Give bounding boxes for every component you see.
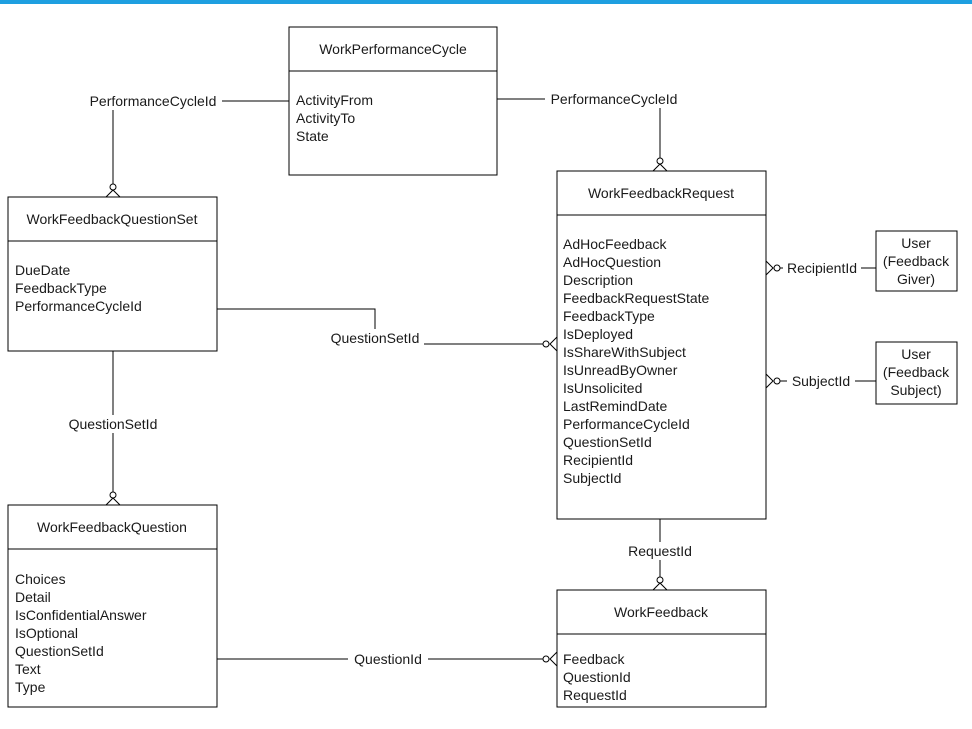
entity-field: Choices [15,571,66,587]
entity-work-feedback-request: WorkFeedbackRequest AdHocFeedback AdHocQ… [556,170,767,520]
entity-field: IsShareWithSubject [563,344,686,360]
entity-field: RecipientId [563,452,633,468]
entity-field: Text [15,661,41,677]
crow-foot-request-left [542,336,558,352]
rel-label-question: QuestionId [354,651,422,667]
entity-work-feedback-question-set: WorkFeedbackQuestionSet DueDate Feedback… [7,196,218,352]
entity-field: QuestionId [563,669,631,685]
entity-title: WorkPerformanceCycle [319,41,467,57]
entity-field: Description [563,272,633,288]
entity-field: IsDeployed [563,326,633,342]
entity-field: State [296,128,329,144]
entity-user-feedback-subject: User (Feedback Subject) [875,341,958,405]
rel-label-question-set-question: QuestionSetId [69,416,158,432]
entity-field: Type [15,679,46,695]
rel-label-cycle-request: PerformanceCycleId [551,91,678,107]
crow-foot-request-subject [765,373,781,389]
entity-title: User [901,346,931,362]
entity-field: ActivityFrom [296,92,373,108]
entity-title: Subject) [890,382,941,398]
entity-title: WorkFeedbackRequest [588,185,734,201]
entity-title: (Feedback [883,253,950,269]
entity-field: PerformanceCycleId [563,416,690,432]
crow-foot-markers [105,157,781,667]
relationship-labels: PerformanceCycleId PerformanceCycleId Qu… [64,90,861,668]
crow-foot-feedback-top [652,576,668,591]
entity-user-feedback-giver: User (Feedback Giver) [875,230,958,292]
entity-field: LastRemindDate [563,398,667,414]
top-accent-bar [0,0,972,4]
rel-label-question-set-request: QuestionSetId [331,330,420,346]
entity-field: Detail [15,589,51,605]
entity-field: FeedbackRequestState [563,290,710,306]
rel-label-subject: SubjectId [792,373,850,389]
entity-field: IsConfidentialAnswer [15,607,147,623]
crow-foot-feedback-left [542,651,558,667]
crow-foot-request-top [652,157,668,172]
rel-label-cycle-question-set: PerformanceCycleId [90,93,217,109]
entity-field: Feedback [563,651,625,667]
link-cycle-question-set [112,100,289,190]
entity-field: DueDate [15,262,70,278]
entity-field: IsUnreadByOwner [563,362,678,378]
entity-title: (Feedback [883,364,950,380]
entity-field: QuestionSetId [563,434,652,450]
entity-field: SubjectId [563,470,621,486]
crow-foot-question-set [105,183,121,198]
entity-title: WorkFeedback [614,604,709,620]
entity-field: RequestId [563,687,627,703]
entity-field: FeedbackType [563,308,655,324]
crow-foot-question [105,491,121,506]
entity-work-feedback-question: WorkFeedbackQuestion Choices Detail IsCo… [7,504,218,708]
entity-field: AdHocFeedback [563,236,668,252]
entity-work-performance-cycle: WorkPerformanceCycle ActivityFrom Activi… [288,26,498,176]
rel-label-recipient: RecipientId [787,260,857,276]
entity-field: FeedbackType [15,280,107,296]
entity-work-feedback: WorkFeedback Feedback QuestionId Request… [556,589,767,708]
rel-label-request: RequestId [628,543,692,559]
entity-field: ActivityTo [296,110,355,126]
link-question-set-request [217,308,546,345]
entity-field: PerformanceCycleId [15,298,142,314]
entity-field: AdHocQuestion [563,254,661,270]
crow-foot-request-recipient [765,260,781,276]
entity-title: User [901,235,931,251]
entity-title: WorkFeedbackQuestion [37,519,187,535]
entity-field: QuestionSetId [15,643,104,659]
entity-field: IsOptional [15,625,78,641]
entity-title: WorkFeedbackQuestionSet [27,211,198,227]
entity-field: IsUnsolicited [563,380,642,396]
entity-title: Giver) [897,271,935,287]
